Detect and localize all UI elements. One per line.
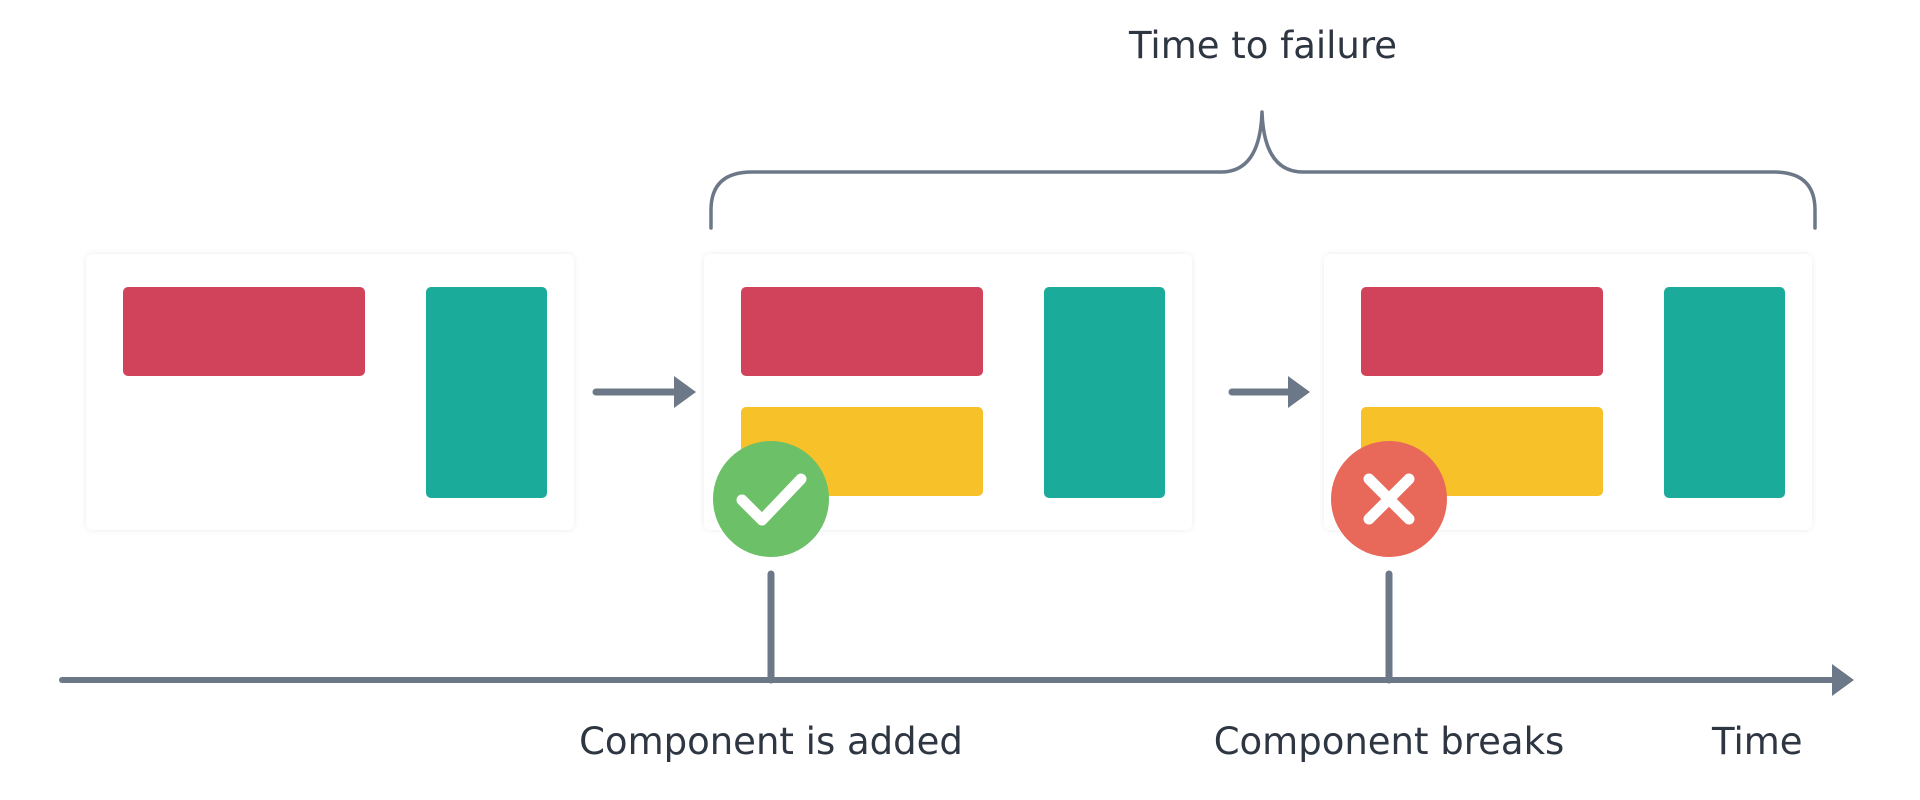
red-block xyxy=(741,287,983,376)
component-breaks-label: Component breaks xyxy=(1213,720,1565,763)
time-to-failure-brace xyxy=(709,110,1817,230)
transition-arrow-2 xyxy=(1228,376,1310,408)
yellow-block-broken xyxy=(1361,407,1603,496)
yellow-block-added xyxy=(741,407,983,496)
red-block xyxy=(1361,287,1603,376)
component-added-label: Component is added xyxy=(579,720,963,763)
red-block xyxy=(123,287,365,376)
stage-1-panel xyxy=(86,254,574,530)
time-axis xyxy=(59,664,1854,696)
transition-arrow-1 xyxy=(592,376,696,408)
stage-2-panel xyxy=(704,254,1192,530)
time-axis-label: Time xyxy=(1712,720,1803,763)
teal-block xyxy=(1044,287,1165,498)
teal-block xyxy=(1664,287,1785,498)
stage-3-panel xyxy=(1324,254,1812,530)
teal-block xyxy=(426,287,547,498)
time-to-failure-label: Time to failure xyxy=(1128,24,1398,67)
